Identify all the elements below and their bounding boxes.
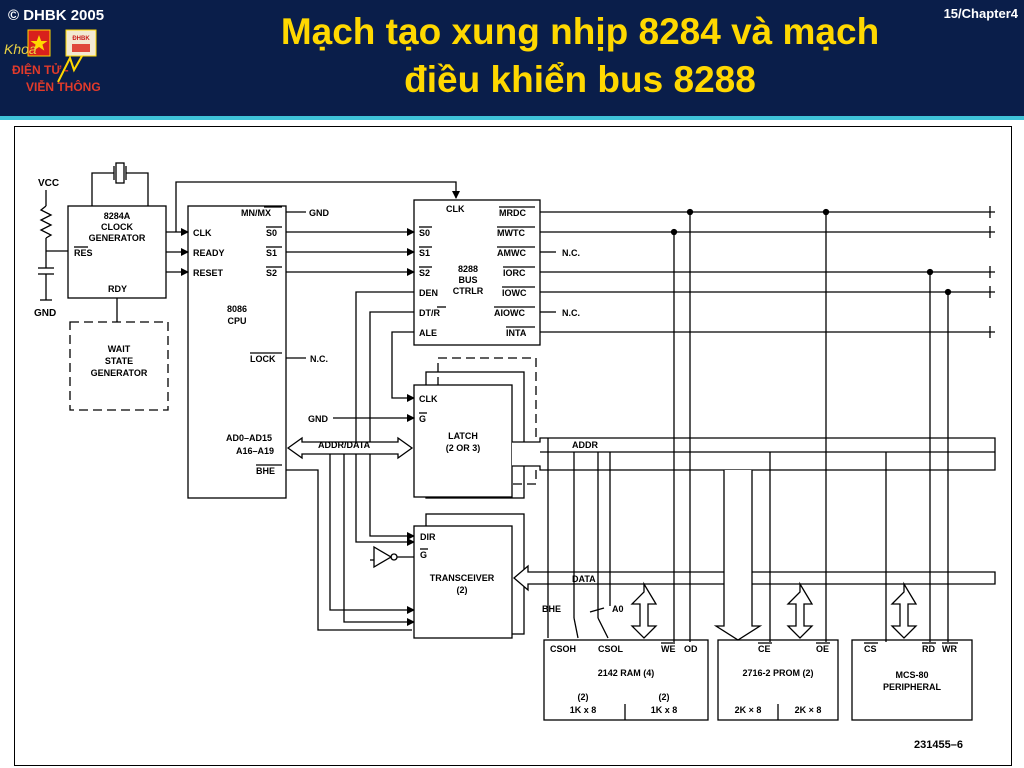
figure-id: 231455–6	[914, 739, 963, 751]
svg-text:A16–A19: A16–A19	[236, 446, 274, 456]
svg-text:DIR: DIR	[420, 532, 436, 542]
svg-text:N.C.: N.C.	[562, 248, 580, 258]
latch: CLK G LATCH(2 OR 3)	[413, 357, 537, 499]
logo-vienthong: VIỄN THÔNG	[26, 79, 101, 94]
data-bus: DATA	[513, 564, 996, 592]
header-divider	[0, 116, 1024, 120]
svg-text:2716-2 PROM (2): 2716-2 PROM (2)	[742, 668, 813, 678]
svg-text:CSOL: CSOL	[598, 644, 624, 654]
svg-text:N.C.: N.C.	[562, 308, 580, 318]
svg-text:RESET: RESET	[193, 268, 224, 278]
svg-text:CSOH: CSOH	[550, 644, 576, 654]
svg-text:AIOWC: AIOWC	[494, 308, 525, 318]
svg-text:S2: S2	[266, 268, 277, 278]
svg-text:(2): (2)	[578, 692, 589, 702]
svg-text:DATA: DATA	[572, 574, 596, 584]
transceiver: DIR G TRANSCEIVER(2)	[413, 513, 525, 639]
slide-title: Mạch tạo xung nhịp 8284 và mạch điều khi…	[160, 8, 1000, 104]
addr-data-bus: ADDR/DATA	[286, 436, 414, 460]
clockgen-rdy: RDY	[108, 284, 127, 294]
svg-text:CLK: CLK	[419, 394, 438, 404]
svg-text:CE: CE	[758, 644, 771, 654]
svg-text:RD: RD	[922, 644, 935, 654]
svg-text:CLK: CLK	[446, 204, 465, 214]
svg-text:WE: WE	[661, 644, 676, 654]
slide-title-line1: Mạch tạo xung nhịp 8284 và mạch	[280, 11, 880, 52]
slide-header	[0, 0, 1024, 116]
rc-reset-network: VCC GND	[34, 178, 68, 319]
ram-2142: CSOH CSOL WE OD 2142 RAM (4) (2) 1K x 8 …	[543, 639, 709, 721]
svg-text:CLK: CLK	[193, 228, 212, 238]
svg-text:1K x 8: 1K x 8	[651, 705, 678, 715]
slide-title-line2: điều khiển bus 8288	[404, 59, 756, 100]
svg-text:BHE: BHE	[542, 604, 561, 614]
svg-text:G: G	[420, 550, 427, 560]
logo-dientu: ĐIỆN TỬ -	[12, 62, 69, 77]
crystal	[91, 162, 149, 206]
svg-text:DT/R: DT/R	[419, 308, 440, 318]
svg-text:READY: READY	[193, 248, 225, 258]
svg-text:S1: S1	[419, 248, 430, 258]
svg-text:AD0–AD15: AD0–AD15	[226, 433, 272, 443]
svg-text:INTA: INTA	[506, 328, 527, 338]
svg-text:G: G	[419, 414, 426, 424]
svg-text:AMWC: AMWC	[497, 248, 526, 258]
vcc-label: VCC	[38, 178, 59, 189]
latch-title: LATCH(2 OR 3)	[446, 431, 481, 453]
clockgen-res: RES	[74, 248, 93, 258]
copyright-text: © DHBK 2005	[8, 7, 105, 24]
svg-text:OD: OD	[684, 644, 698, 654]
svg-text:ADDR: ADDR	[572, 440, 598, 450]
logo-khoa: Khoa	[4, 41, 37, 57]
svg-text:ALE: ALE	[419, 328, 437, 338]
slide-number: 15/Chapter4	[943, 6, 1018, 21]
svg-text:BHE: BHE	[256, 466, 275, 476]
logo-badge: ĐHBK	[72, 36, 90, 42]
svg-text:GND: GND	[309, 208, 330, 218]
svg-text:S2: S2	[419, 268, 430, 278]
svg-text:(2): (2)	[659, 692, 670, 702]
svg-text:CS: CS	[864, 644, 877, 654]
transceiver-title: TRANSCEIVER(2)	[430, 573, 495, 595]
svg-text:2K × 8: 2K × 8	[795, 705, 822, 715]
svg-text:WR: WR	[942, 644, 957, 654]
svg-text:A0: A0	[612, 604, 624, 614]
svg-text:N.C.: N.C.	[310, 354, 328, 364]
svg-text:IOWC: IOWC	[502, 288, 527, 298]
svg-text:LOCK: LOCK	[250, 354, 276, 364]
svg-text:S0: S0	[419, 228, 430, 238]
svg-text:1K x 8: 1K x 8	[570, 705, 597, 715]
svg-text:MRDC: MRDC	[499, 208, 526, 218]
prom-2716: CE OE 2716-2 PROM (2) 2K × 8 2K × 8	[717, 639, 839, 721]
svg-text:DEN: DEN	[419, 288, 438, 298]
svg-text:S1: S1	[266, 248, 277, 258]
svg-text:GND: GND	[308, 414, 329, 424]
svg-text:OE: OE	[816, 644, 829, 654]
svg-text:S0: S0	[266, 228, 277, 238]
svg-text:2K × 8: 2K × 8	[735, 705, 762, 715]
svg-text:MN/MX: MN/MX	[241, 208, 271, 218]
faculty-logo: ĐHBK Khoa ĐIỆN TỬ - VIỄN THÔNG	[2, 28, 124, 108]
gnd-label: GND	[34, 308, 56, 319]
svg-text:IORC: IORC	[503, 268, 526, 278]
svg-text:MWTC: MWTC	[497, 228, 525, 238]
svg-text:ADDR/DATA: ADDR/DATA	[318, 440, 371, 450]
addr-bus: ADDR	[512, 437, 996, 471]
svg-text:2142 RAM (4): 2142 RAM (4)	[598, 668, 655, 678]
inverter	[370, 545, 414, 569]
